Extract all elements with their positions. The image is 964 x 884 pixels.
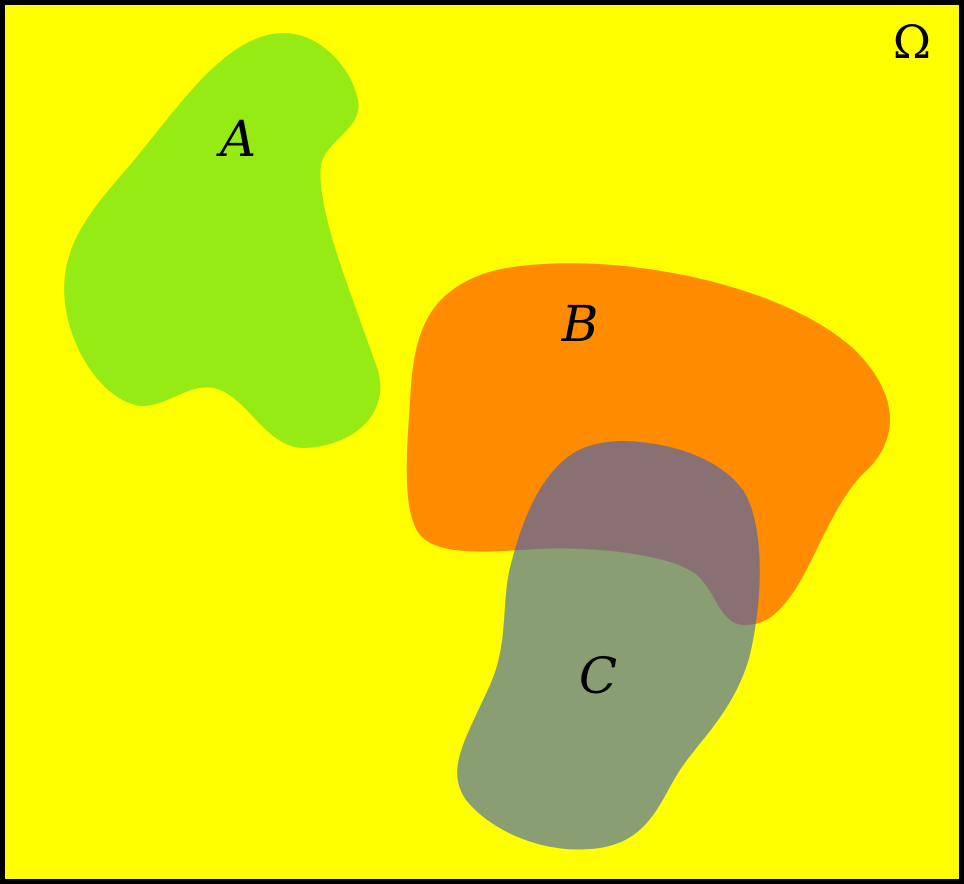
set-a-label: A [216,110,256,168]
set-c-region [457,441,760,850]
universe-label: Ω [893,15,931,69]
set-b-label: B [561,295,599,353]
set-c-label: C [579,647,617,705]
set-a-region [64,32,381,449]
